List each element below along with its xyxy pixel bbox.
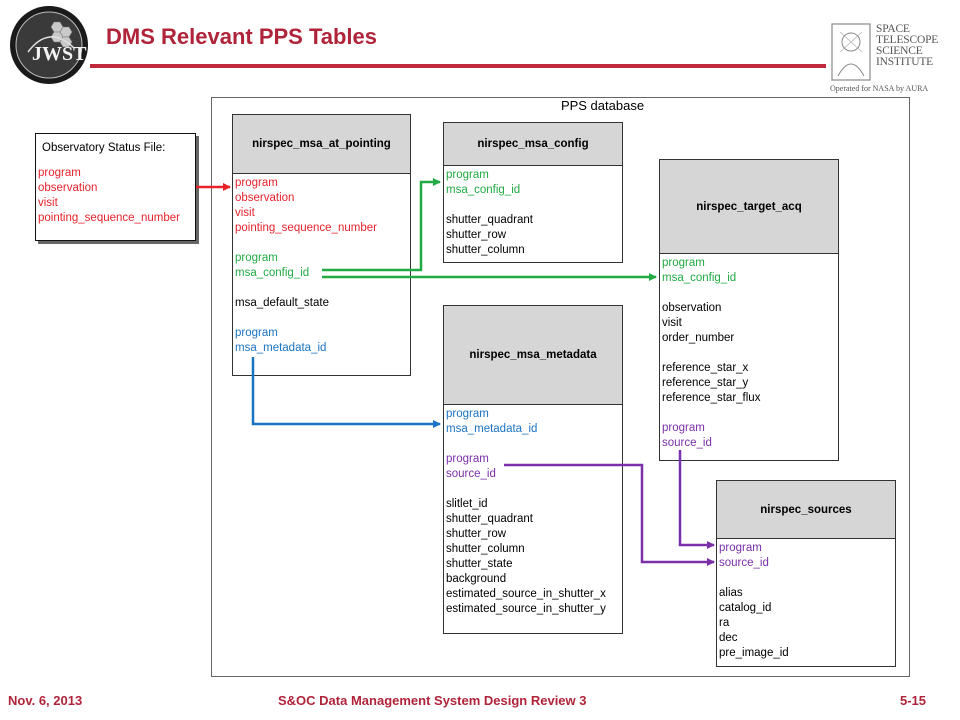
stsci-word-institute: INSTITUTE (876, 56, 933, 68)
page-title: DMS Relevant PPS Tables (106, 24, 378, 49)
stsci-word-telescope: TELESCOPE (876, 34, 939, 46)
field-observation: observation (235, 192, 295, 204)
table-nirspec-sources: nirspec_sources program source_id alias … (716, 480, 896, 667)
table-nirspec-target-acq: nirspec_target_acq program msa_config_id… (659, 159, 839, 461)
field-reference-star-x: reference_star_x (662, 362, 749, 374)
field-source-id: source_id (662, 437, 712, 449)
field-shutter-row: shutter_row (446, 528, 507, 540)
purple-arrow-target-acq-to-sources (678, 450, 715, 549)
field-order-number: order_number (662, 332, 735, 344)
field-catalog-id: catalog_id (719, 602, 772, 614)
stsci-logo: SPACE TELESCOPE SCIENCE INSTITUTE Operat… (830, 22, 948, 94)
purple-arrow-metadata-to-sources (504, 463, 715, 566)
field-estimated-source-in-shutter-x: estimated_source_in_shutter_x (446, 588, 606, 600)
field-dec: dec (719, 632, 738, 644)
footer-date: Nov. 6, 2013 (8, 693, 83, 708)
field-program: program (662, 257, 705, 269)
blue-arrow-pointing-to-metadata (251, 357, 441, 428)
table-header: nirspec_target_acq (660, 160, 838, 254)
field-source-id: source_id (719, 557, 769, 569)
field-source-id: source_id (446, 468, 496, 480)
stsci-word-space: SPACE (876, 23, 910, 35)
svg-text:JWST: JWST (32, 43, 87, 65)
title-underline (90, 64, 826, 68)
field-pointing-sequence-number: pointing_sequence_number (38, 212, 180, 224)
jwst-logo-icon: JWST (8, 4, 90, 86)
table-header: nirspec_msa_metadata (444, 306, 622, 405)
field-msa-metadata-id: msa_metadata_id (446, 423, 538, 435)
field-shutter-quadrant: shutter_quadrant (446, 214, 533, 226)
field-alias: alias (719, 587, 743, 599)
table-nirspec-msa-at-pointing: nirspec_msa_at_pointing program observat… (232, 114, 411, 376)
field-program: program (235, 252, 278, 264)
green-arrow-pointing-to-config (322, 178, 441, 272)
observatory-status-file: Observatory Status File: program observa… (35, 133, 196, 241)
field-shutter-row: shutter_row (446, 229, 507, 241)
field-program: program (446, 453, 489, 465)
table-nirspec-msa-config: nirspec_msa_config program msa_config_id… (443, 122, 623, 263)
table-header: nirspec_sources (717, 481, 895, 539)
field-program: program (446, 408, 489, 420)
stsci-emblem-icon (831, 23, 871, 81)
table-nirspec-msa-metadata: nirspec_msa_metadata program msa_metadat… (443, 305, 623, 634)
field-observation: observation (38, 182, 98, 194)
field-shutter-state: shutter_state (446, 558, 513, 570)
field-program: program (662, 422, 705, 434)
footer-title: S&OC Data Management System Design Revie… (278, 693, 587, 708)
field-msa-metadata-id: msa_metadata_id (235, 342, 327, 354)
field-ra: ra (719, 617, 730, 629)
field-program: program (446, 169, 489, 181)
field-program: program (719, 542, 762, 554)
field-visit: visit (235, 207, 255, 219)
field-msa-config-id: msa_config_id (662, 272, 737, 284)
field-pointing-sequence-number: pointing_sequence_number (235, 222, 377, 234)
field-visit: visit (662, 317, 682, 329)
pps-database-label: PPS database (560, 98, 645, 113)
field-shutter-column: shutter_column (446, 244, 525, 256)
field-msa-config-id: msa_config_id (235, 267, 310, 279)
table-header: nirspec_msa_at_pointing (233, 115, 410, 174)
field-program: program (235, 327, 278, 339)
stsci-word-science: SCIENCE (876, 45, 923, 57)
table-header: nirspec_msa_config (444, 123, 622, 166)
footer-page-number: 5-15 (900, 693, 927, 708)
field-pre-image-id: pre_image_id (719, 647, 789, 659)
field-slitlet-id: slitlet_id (446, 498, 488, 510)
field-shutter-column: shutter_column (446, 543, 525, 555)
observatory-status-file-title: Observatory Status File: (42, 142, 166, 154)
stsci-subtitle: Operated for NASA by AURA (830, 84, 929, 93)
field-observation: observation (662, 302, 722, 314)
field-estimated-source-in-shutter-y: estimated_source_in_shutter_y (446, 603, 606, 615)
field-reference-star-flux: reference_star_flux (662, 392, 761, 404)
field-msa-config-id: msa_config_id (446, 184, 521, 196)
field-visit: visit (38, 197, 58, 209)
field-shutter-quadrant: shutter_quadrant (446, 513, 533, 525)
field-program: program (235, 177, 278, 189)
field-background: background (446, 573, 507, 585)
field-program: program (38, 167, 81, 179)
pps-database-box (211, 97, 910, 677)
field-reference-star-y: reference_star_y (662, 377, 749, 389)
field-msa-default-state: msa_default_state (235, 297, 329, 309)
